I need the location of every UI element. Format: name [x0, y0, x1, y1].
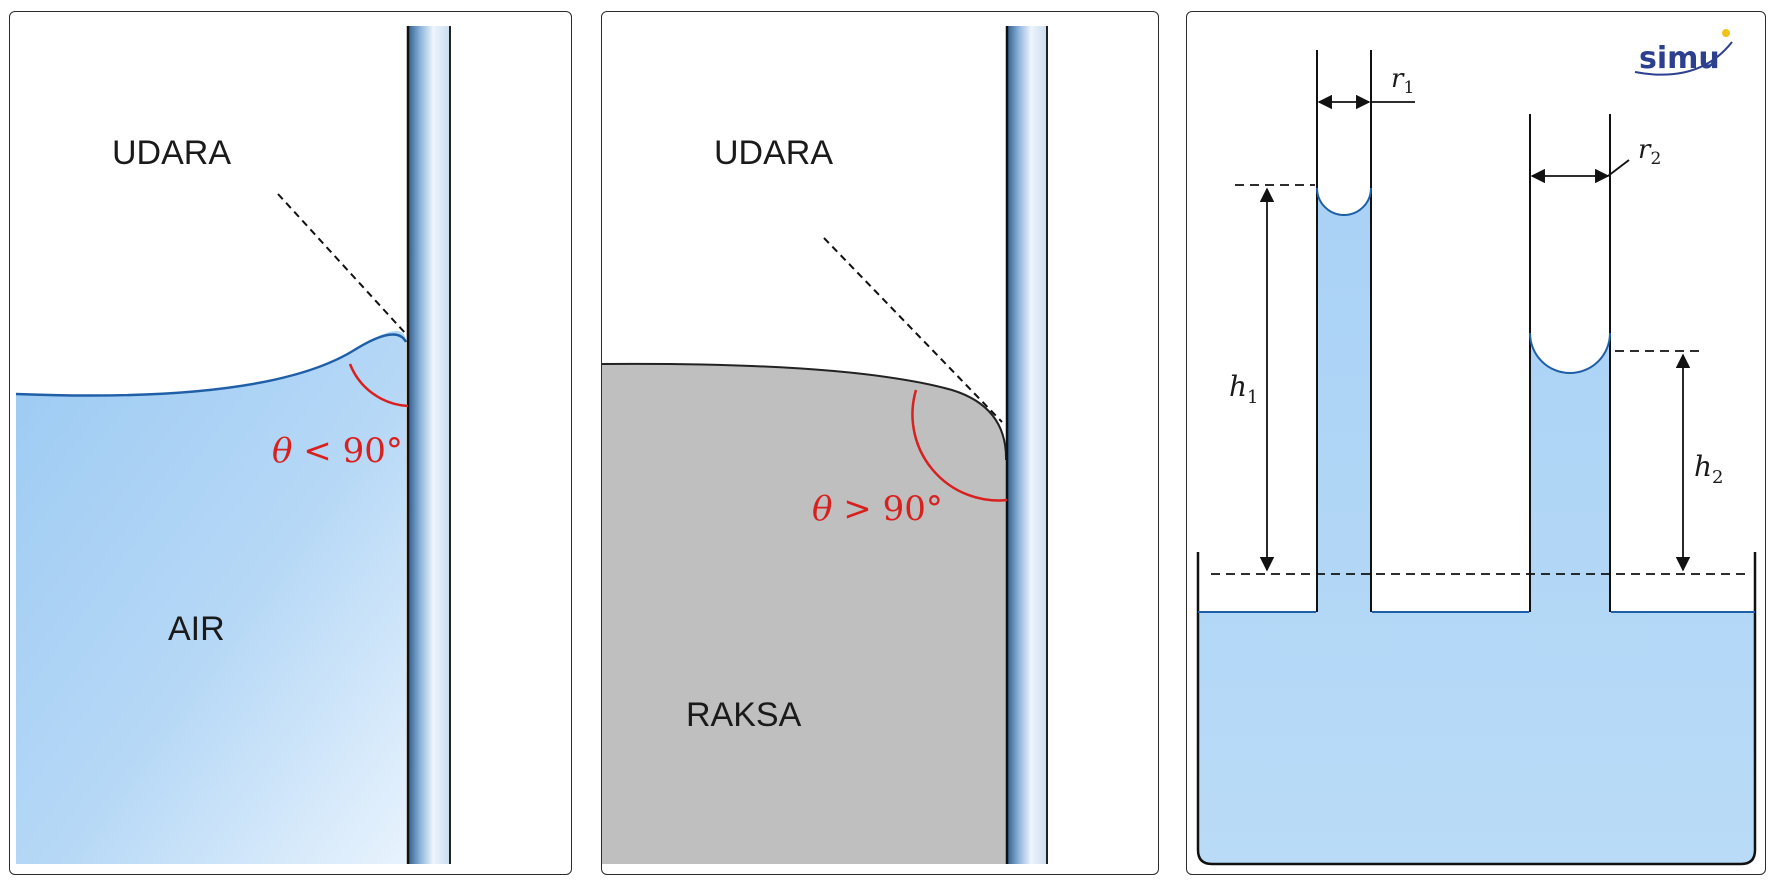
- capillary-rise-diagram: simu r1 r2 h1: [1196, 29, 1757, 866]
- angle-symbol: θ: [272, 431, 292, 471]
- gas-label: UDARA: [714, 134, 833, 172]
- angle-text: < 90°: [292, 431, 402, 471]
- contact-angle-arc: [348, 363, 409, 408]
- water-meniscus-diagram: UDARA AIR θ < 90°: [15, 26, 451, 864]
- tangent-line: [277, 193, 407, 335]
- panel-water-meniscus: UDARA AIR θ < 90°: [9, 11, 572, 875]
- water-meniscus-curve: [15, 333, 408, 397]
- contact-angle-arc: [911, 389, 1008, 502]
- contact-angle-label: θ > 90°: [812, 489, 943, 529]
- panel-capillary-rise: simu r1 r2 h1: [1186, 11, 1766, 875]
- gas-label: UDARA: [112, 134, 231, 172]
- r2-symbol: r: [1638, 135, 1652, 165]
- mercury-meniscus-diagram: UDARA RAKSA θ > 90°: [602, 26, 1048, 864]
- water-body: [16, 331, 406, 864]
- r1-label: r1: [1391, 64, 1414, 98]
- h1-symbol: h: [1229, 370, 1247, 403]
- logo-swoosh: [1634, 41, 1733, 76]
- liquid-label: AIR: [168, 610, 225, 648]
- tube1-meniscus: [1316, 187, 1372, 216]
- panel-mercury-meniscus: UDARA RAKSA θ > 90°: [601, 11, 1159, 875]
- r2-subscript: 2: [1650, 149, 1661, 169]
- h2-subscript: 2: [1712, 467, 1723, 488]
- h2-symbol: h: [1694, 450, 1712, 483]
- reservoir-container: [1196, 552, 1757, 866]
- r2-leader: [1607, 159, 1630, 177]
- angle-text: > 90°: [832, 489, 942, 529]
- liquid-label: RAKSA: [686, 696, 802, 734]
- r2-label: r2: [1638, 135, 1661, 169]
- h1-subscript: 1: [1247, 387, 1258, 408]
- tangent-line: [823, 237, 1003, 423]
- r1-subscript: 1: [1403, 78, 1414, 98]
- tube2-meniscus: [1529, 332, 1611, 374]
- logo-text: simu: [1639, 41, 1720, 76]
- contact-angle-label: θ < 90°: [272, 431, 403, 471]
- logo-dot: [1722, 29, 1730, 37]
- h1-label: h1: [1229, 370, 1259, 408]
- simu-logo: simu: [1634, 29, 1733, 76]
- h2-label: h2: [1694, 450, 1724, 488]
- reservoir-water: [1198, 188, 1755, 864]
- r1-symbol: r: [1391, 64, 1405, 94]
- mercury-surface-curve: [602, 362, 1008, 461]
- mercury-body: [602, 363, 1007, 864]
- glass-tube-wall: [1007, 26, 1047, 864]
- angle-symbol: θ: [812, 489, 832, 529]
- glass-tube-wall: [408, 26, 450, 864]
